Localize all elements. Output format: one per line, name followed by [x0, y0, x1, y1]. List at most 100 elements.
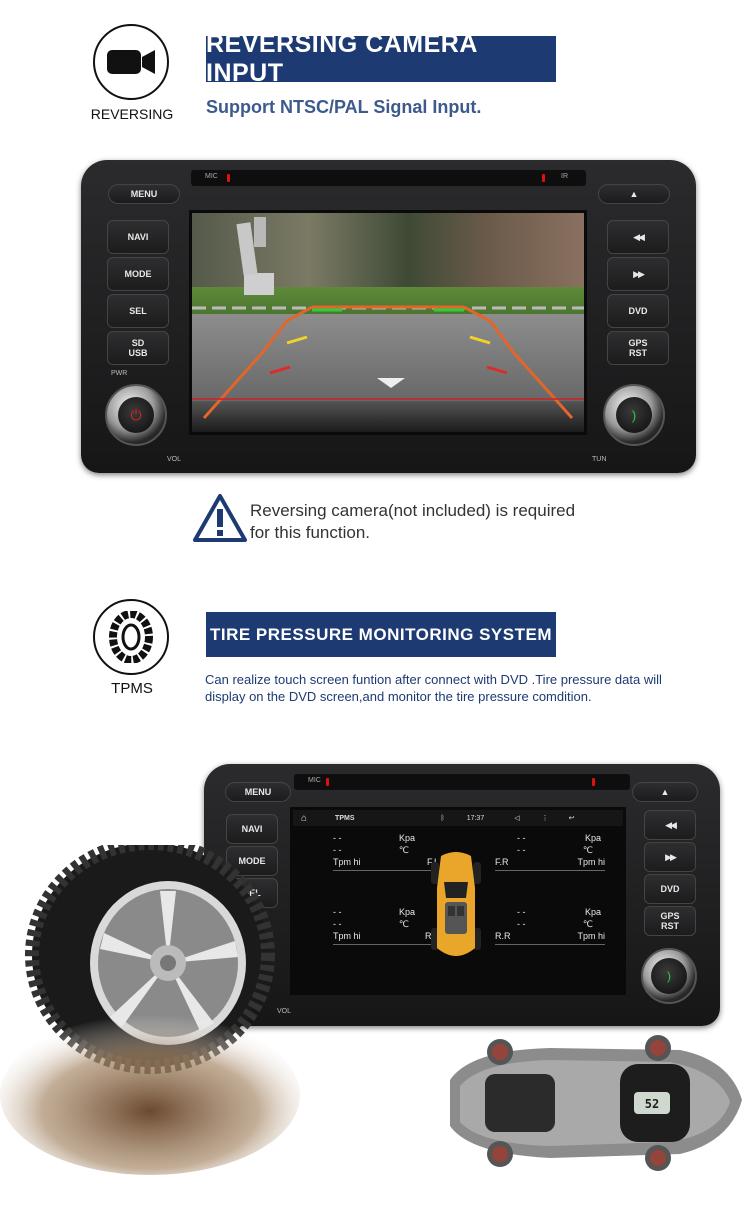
warning-triangle-icon — [193, 494, 247, 542]
mode-button[interactable]: MODE — [107, 257, 169, 291]
camera-bumper-area — [192, 401, 584, 432]
prev-track-button[interactable]: ◀◀ — [644, 810, 696, 840]
next-track-button[interactable]: ▶▶ — [644, 842, 696, 872]
tpms-screen: ⌂ TPMS ᛒ 17:37 ◁ ⋮ ↩ - - Kpa - - ℃ Tpm hi F… — [290, 807, 626, 995]
eject-button[interactable]: ▲ — [632, 782, 698, 802]
mic-label: MIC — [205, 173, 218, 180]
gps-rst-button[interactable]: GPS RST — [607, 331, 669, 365]
video-camera-icon — [107, 50, 155, 74]
tire-position: R.R — [495, 931, 511, 941]
tire-position: F.R — [495, 857, 509, 867]
mic-label: MIC — [308, 777, 321, 784]
mic-led — [227, 174, 230, 182]
tpm-status: Tpm hi — [333, 857, 361, 867]
tire-front-right: - - Kpa - - ℃ F.R Tpm hi — [495, 832, 605, 871]
tpm-status: Tpm hi — [577, 931, 605, 941]
warning-line-2: for this function. — [250, 523, 371, 542]
home-icon[interactable]: ⌂ — [301, 812, 308, 824]
tpms-panel: - - Kpa - - ℃ Tpm hi F.L - - Kpa - - ℃ F.R Tpm… — [293, 826, 623, 992]
reversing-caption: REVERSING — [90, 106, 174, 122]
navi-button[interactable]: NAVI — [226, 814, 278, 844]
pressure-value: - - — [333, 907, 342, 917]
reversing-badge — [93, 24, 169, 100]
warning-line-1: Reversing camera(not included) is requir… — [250, 501, 576, 520]
vol-label: VOL — [167, 456, 182, 463]
reversing-camera-screen — [189, 210, 587, 435]
temperature-unit: ℃ — [398, 919, 409, 929]
sel-button[interactable]: SEL — [107, 294, 169, 328]
head-unit-tpms: MIC MENU ▲ NAVI MODE SEL ◀◀ ▶▶ DVD GPS R… — [204, 764, 720, 1026]
temperature-value: - - — [517, 919, 526, 929]
tire-front-left: - - Kpa - - ℃ Tpm hi F.L — [333, 832, 443, 871]
next-icon: ▶▶ — [665, 852, 677, 862]
navi-button[interactable]: NAVI — [107, 220, 169, 254]
tun-label: TUN — [592, 456, 607, 463]
tpm-status: Tpm hi — [577, 857, 605, 867]
prev-icon: ◀◀ — [665, 820, 677, 830]
reversing-title: REVERSING CAMERA INPUT — [206, 30, 556, 87]
pressure-unit: Kpa — [584, 833, 601, 843]
divider — [333, 944, 443, 945]
dvd-button[interactable]: DVD — [607, 294, 669, 328]
prev-track-button[interactable]: ◀◀ — [607, 220, 669, 254]
car-top-view-illustration: 52 — [450, 1035, 742, 1171]
android-status-bar: ⌂ TPMS ᛒ 17:37 ◁ ⋮ ↩ — [293, 810, 623, 826]
temperature-unit: ℃ — [582, 845, 593, 855]
tpms-badge — [93, 599, 169, 675]
tire-illustration — [0, 845, 300, 1175]
dvd-button[interactable]: DVD — [644, 874, 696, 904]
temperature-unit: ℃ — [398, 845, 409, 855]
app-name: TPMS — [335, 814, 355, 822]
menu-button[interactable]: MENU — [225, 782, 291, 802]
menu-dots-icon[interactable]: ⋮ — [541, 815, 549, 822]
head-unit-reversing: MIC IR MENU ▲ NAVI MODE SEL SD USB ◀◀ ▶▶… — [81, 160, 696, 473]
next-icon: ▶▶ — [633, 269, 645, 279]
parking-guide-lines — [192, 217, 584, 419]
pressure-unit: Kpa — [584, 907, 601, 917]
back-icon[interactable]: ↩ — [568, 815, 575, 822]
clock: 17:37 — [466, 814, 485, 822]
phone-icon: ) — [667, 969, 671, 983]
gps-rst-button[interactable]: GPS RST — [644, 906, 696, 936]
divider — [495, 944, 605, 945]
menu-button[interactable]: MENU — [108, 184, 180, 204]
divider — [495, 870, 605, 871]
pressure-unit: Kpa — [398, 833, 415, 843]
tire-icon — [109, 611, 153, 663]
power-icon: ⏻ — [130, 406, 142, 423]
reversing-subtitle: Support NTSC/PAL Signal Input. — [206, 97, 482, 117]
tune-knob[interactable]: ) — [641, 948, 697, 1004]
status-led — [542, 174, 545, 182]
pressure-value: - - — [333, 833, 342, 843]
tpms-description-line-2: display on the DVD screen,and monitor th… — [205, 689, 592, 704]
volume-icon[interactable]: ◁ — [514, 815, 520, 822]
temperature-value: - - — [333, 845, 342, 855]
tpms-title: TIRE PRESSURE MONITORING SYSTEM — [206, 612, 556, 657]
vol-label: VOL — [277, 1008, 292, 1015]
sd-usb-button[interactable]: SD USB — [107, 331, 169, 365]
tpm-status: Tpm hi — [333, 931, 361, 941]
pressure-unit: Kpa — [398, 907, 415, 917]
phone-icon: ) — [631, 407, 637, 423]
temperature-value: - - — [333, 919, 342, 929]
temperature-value: - - — [517, 845, 526, 855]
tpms-caption: TPMS — [111, 680, 153, 697]
temperature-unit: ℃ — [582, 919, 593, 929]
disc-slot — [191, 170, 586, 186]
next-track-button[interactable]: ▶▶ — [607, 257, 669, 291]
disc-slot — [294, 774, 630, 790]
tire-position: F.L — [426, 857, 439, 867]
divider — [333, 870, 443, 871]
eject-button[interactable]: ▲ — [598, 184, 670, 204]
car-top-view-icon — [431, 852, 481, 956]
tune-knob[interactable]: ) — [603, 384, 665, 446]
pressure-value: - - — [517, 833, 526, 843]
power-volume-knob[interactable]: ⏻ — [105, 384, 167, 446]
status-led — [592, 778, 595, 786]
car-display-value: 52 — [645, 1097, 659, 1111]
bluetooth-icon: ᛒ — [440, 814, 445, 822]
prev-icon: ◀◀ — [633, 232, 645, 242]
mic-led — [326, 778, 329, 786]
pressure-value: - - — [517, 907, 526, 917]
tpms-description-line-1: Can realize touch screen funtion after c… — [205, 672, 662, 687]
